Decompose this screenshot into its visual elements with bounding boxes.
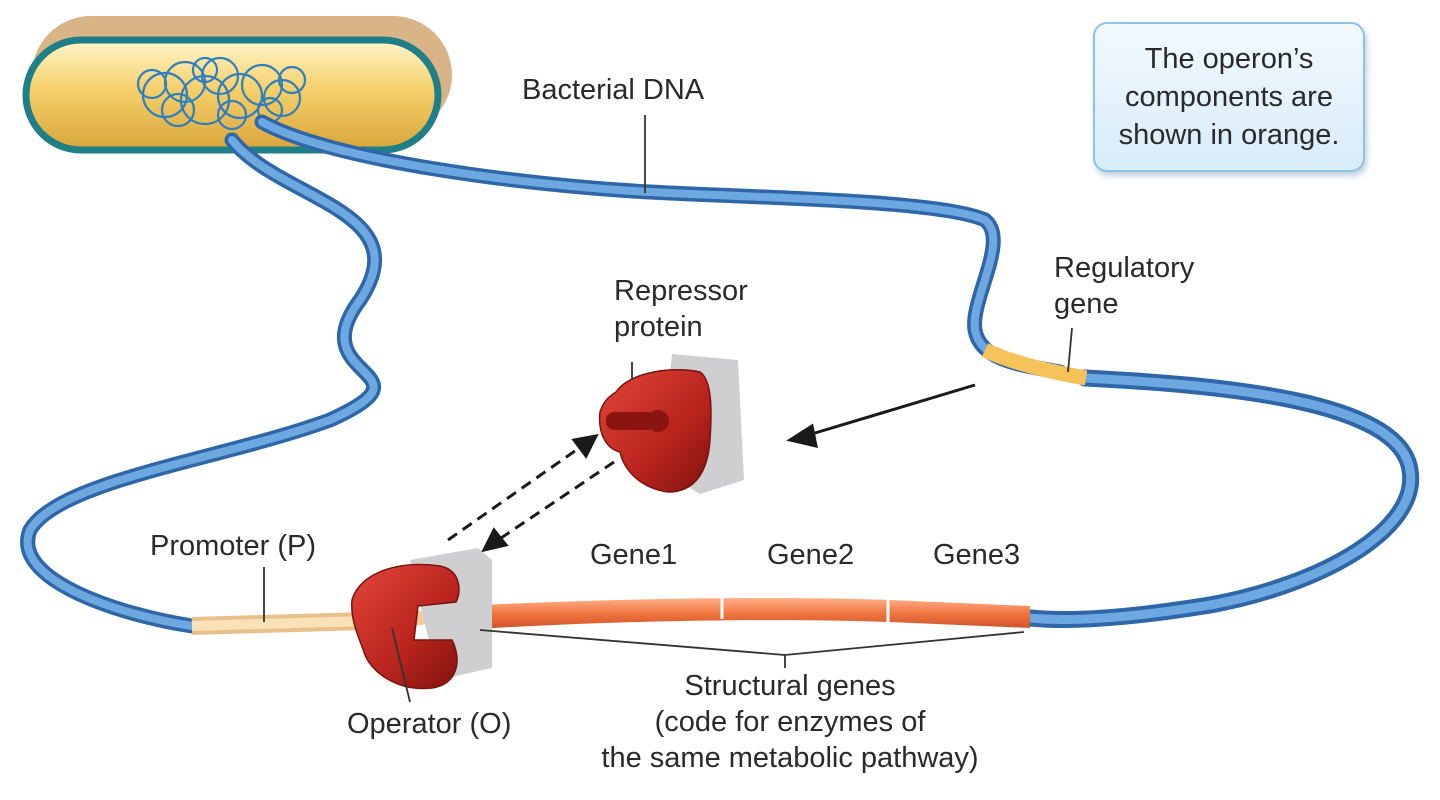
repressor-protein	[598, 354, 744, 494]
operator-label: Operator (O)	[347, 708, 512, 740]
structural-genes-description: (code for enzymes of the same metabolic …	[601, 706, 979, 774]
leader-lines	[263, 115, 1073, 703]
legend-note-box: The operon’s components are shown in ora…	[1093, 22, 1365, 172]
dashed-arrow-down	[481, 460, 615, 553]
gene2-label: Gene2	[767, 539, 855, 571]
gene3-label: Gene3	[933, 539, 1021, 571]
bacterial-cell	[22, 16, 452, 154]
repressor-protein-label: Repressor protein	[614, 275, 748, 343]
dna-coil	[136, 56, 307, 131]
arrow-regulatory-to-repressor	[786, 383, 976, 448]
structural-genes-segment	[460, 596, 1030, 630]
structural-genes-title: Structural genes	[684, 670, 896, 702]
regulatory-gene-segment	[981, 343, 1088, 386]
legend-note-text: The operon’s components are shown in ora…	[1118, 43, 1340, 151]
repressor-binding-site	[606, 412, 658, 430]
gene1-label: Gene1	[590, 539, 678, 571]
dashed-arrow-up	[447, 433, 599, 542]
regulatory-gene-label: Regulatory gene	[1054, 252, 1195, 320]
bacterial-dna-strand	[20, 114, 1420, 634]
repressor-on-operator	[351, 548, 492, 690]
bacterial-dna-label: Bacterial DNA	[522, 74, 705, 106]
promoter-label: Promoter (P)	[150, 530, 316, 562]
